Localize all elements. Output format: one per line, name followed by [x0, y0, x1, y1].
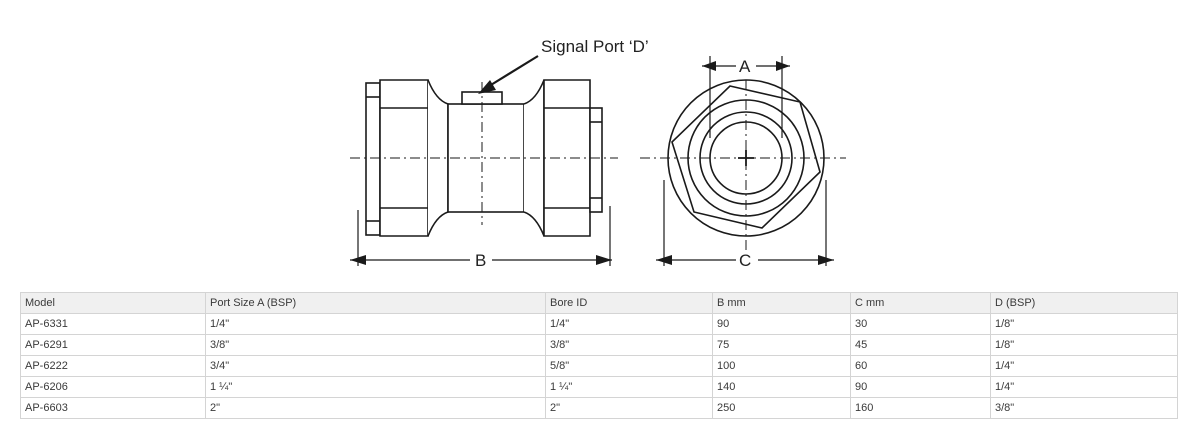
cell-d-bsp: 3/8"	[990, 397, 1178, 419]
cell-bore-id: 1 ¼"	[545, 376, 713, 398]
table-header-row: Model Port Size A (BSP) Bore ID B mm C m…	[20, 292, 1178, 314]
dimension-c-label: C	[739, 251, 751, 270]
cell-b-mm: 90	[712, 313, 851, 335]
cell-d-bsp: 1/8"	[990, 313, 1178, 335]
cell-b-mm: 75	[712, 334, 851, 356]
cell-bore-id: 3/8"	[545, 334, 713, 356]
header-b-mm: B mm	[712, 292, 851, 314]
cell-model: AP-6206	[20, 376, 206, 398]
cell-c-mm: 160	[850, 397, 991, 419]
cell-d-bsp: 1/4"	[990, 376, 1178, 398]
cell-port-size: 3/4"	[205, 355, 546, 377]
dimension-a-label: A	[739, 57, 751, 76]
right-nut	[543, 79, 591, 237]
technical-drawing: B Signal Port ‘D’	[350, 37, 846, 270]
cell-c-mm: 30	[850, 313, 991, 335]
cell-port-size: 3/8"	[205, 334, 546, 356]
cell-port-size: 2"	[205, 397, 546, 419]
signal-port-leader	[485, 55, 539, 89]
header-c-mm: C mm	[850, 292, 991, 314]
fitting-diagram: B Signal Port ‘D’	[350, 37, 846, 270]
cell-port-size: 1 ¼"	[205, 376, 546, 398]
signal-port-label: Signal Port ‘D’	[541, 37, 649, 56]
header-d-bsp: D (BSP)	[990, 292, 1178, 314]
cell-model: AP-6291	[20, 334, 206, 356]
cell-model: AP-6222	[20, 355, 206, 377]
table-row: AP-6206 1 ¼" 1 ¼" 140 90 1/4"	[20, 376, 1178, 398]
cell-b-mm: 100	[712, 355, 851, 377]
header-port-size: Port Size A (BSP)	[205, 292, 546, 314]
cell-c-mm: 45	[850, 334, 991, 356]
right-end-cap	[589, 107, 603, 213]
left-end-cap	[365, 82, 381, 236]
cell-d-bsp: 1/4"	[990, 355, 1178, 377]
cell-b-mm: 250	[712, 397, 851, 419]
table-row: AP-6603 2" 2" 250 160 3/8"	[20, 397, 1178, 419]
model-spec-table: Model Port Size A (BSP) Bore ID B mm C m…	[20, 292, 1178, 419]
table-row: AP-6331 1/4" 1/4" 90 30 1/8"	[20, 313, 1178, 335]
table-row: AP-6222 3/4" 5/8" 100 60 1/4"	[20, 355, 1178, 377]
cell-c-mm: 90	[850, 376, 991, 398]
header-bore-id: Bore ID	[545, 292, 713, 314]
cell-c-mm: 60	[850, 355, 991, 377]
cell-bore-id: 1/4"	[545, 313, 713, 335]
cell-bore-id: 5/8"	[545, 355, 713, 377]
cell-d-bsp: 1/8"	[990, 334, 1178, 356]
cell-bore-id: 2"	[545, 397, 713, 419]
cell-port-size: 1/4"	[205, 313, 546, 335]
cell-model: AP-6331	[20, 313, 206, 335]
table-row: AP-6291 3/8" 3/8" 75 45 1/8"	[20, 334, 1178, 356]
header-model: Model	[20, 292, 206, 314]
dimension-b-label: B	[475, 251, 486, 270]
cell-model: AP-6603	[20, 397, 206, 419]
cell-b-mm: 140	[712, 376, 851, 398]
